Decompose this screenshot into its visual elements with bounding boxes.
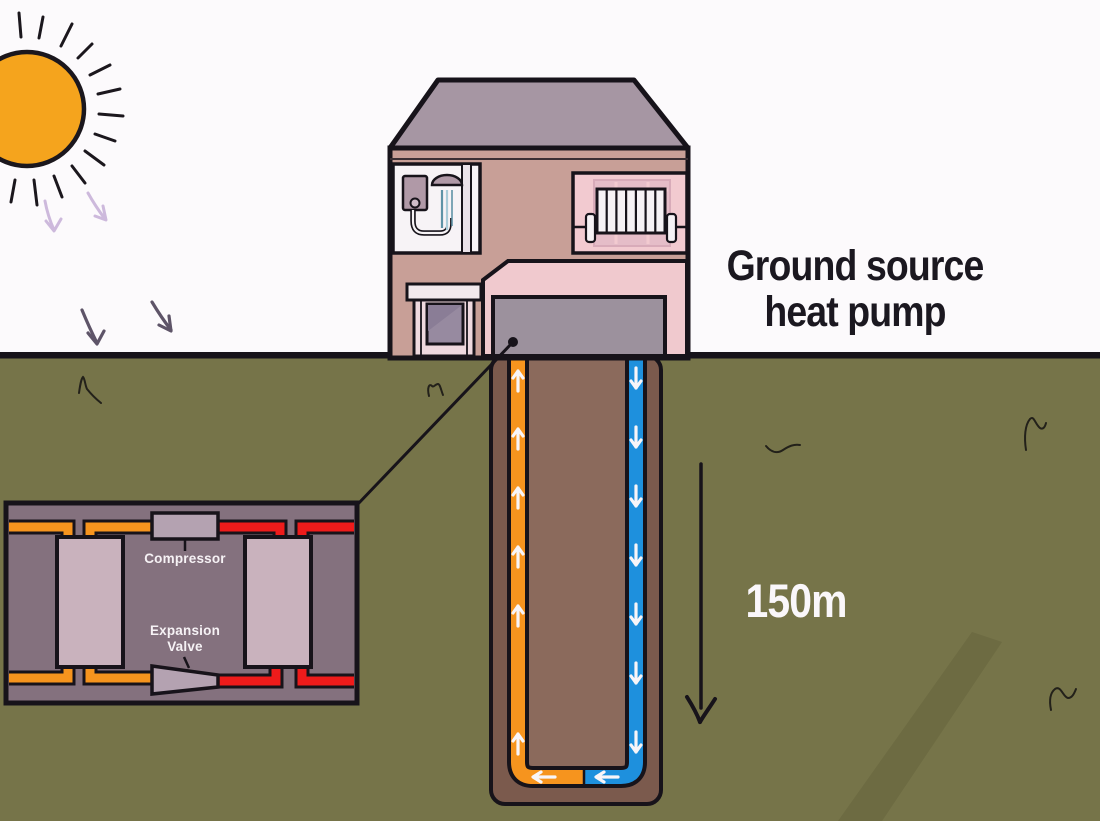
ground-mark (78, 375, 102, 404)
cold-pipe (584, 356, 643, 784)
ground-heat-arrow-icon (80, 300, 173, 346)
door-lintel (405, 282, 483, 302)
radiator-valve (665, 212, 678, 244)
roof (387, 77, 691, 151)
compressor-box (150, 511, 220, 541)
borehole (489, 354, 663, 806)
sun-heat-arrow-icon (43, 191, 108, 233)
ground-mark (765, 443, 801, 454)
shower-head-icon (430, 173, 464, 187)
heat-exchanger-right (243, 535, 313, 669)
radiator-fins (605, 190, 657, 232)
heat-pump-inset (3, 500, 360, 706)
flow-up-arrow-icon (511, 369, 525, 756)
expansion-valve-label: Expansion Valve (125, 623, 245, 655)
bathroom-wall-column (461, 163, 472, 254)
compressor-label: Compressor (144, 551, 226, 566)
flow-down-arrow-icon (629, 366, 643, 754)
callout-line (355, 340, 515, 507)
diagram-title: Ground source heat pump (711, 243, 998, 335)
ground-mark (427, 382, 444, 397)
water-heater-dial (409, 197, 421, 209)
sun-disc (0, 49, 87, 169)
radiator-valve (584, 212, 597, 244)
flow-left-arrow-icon (531, 770, 620, 784)
radiator (595, 187, 667, 235)
ground-mark (1024, 417, 1047, 451)
bathroom (391, 162, 482, 255)
expansion-valve-label-line-1: Expansion (149, 623, 221, 638)
radiator-room (571, 171, 689, 255)
depth-arrow-icon (685, 462, 717, 724)
sun-rays (9, 11, 125, 207)
ground-mark (1049, 687, 1077, 711)
solar-heat-arrows (43, 191, 173, 346)
callout-dot (508, 337, 518, 347)
front-door (405, 282, 483, 358)
door-window-shade (428, 305, 462, 331)
expansion-valve-label-line-2: Valve (167, 639, 203, 654)
house (387, 77, 691, 361)
depth-label: 150m (745, 574, 847, 627)
expansion-valve-pointer (182, 656, 191, 669)
soil-shade-band (838, 632, 1002, 821)
heat-pump-unit (491, 295, 667, 358)
borehole-core (525, 354, 629, 772)
title-line-1: Ground source (726, 242, 985, 290)
soil-texture-marks (78, 375, 1077, 711)
expansion-valve-shape (150, 663, 220, 696)
heater-pipe (411, 210, 451, 235)
title-line-2: heat pump (764, 288, 946, 336)
heat-exchanger-left (55, 535, 125, 669)
door-frame-lines (420, 300, 468, 356)
flow-arrows (511, 366, 643, 784)
sun-icon (0, 11, 125, 207)
